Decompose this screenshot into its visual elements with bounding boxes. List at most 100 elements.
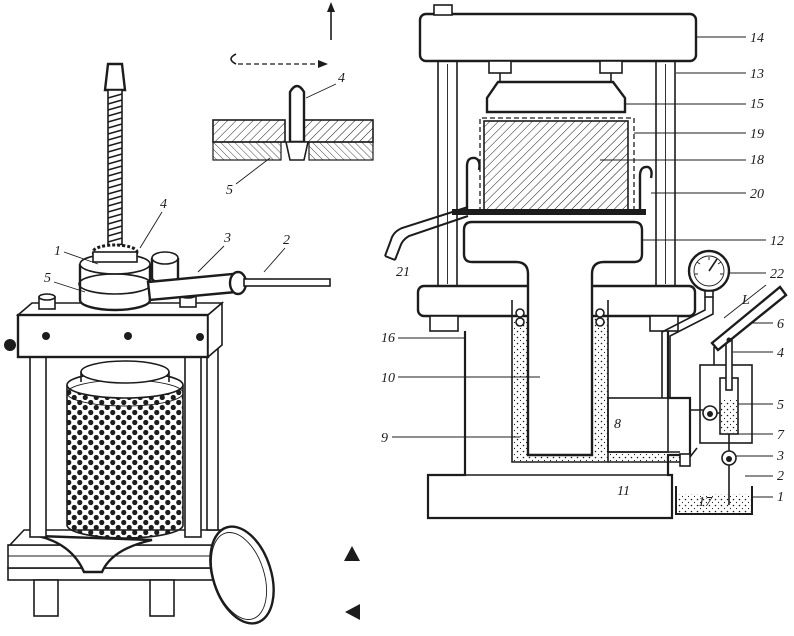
pump-lever[interactable] — [710, 285, 788, 352]
collecting-plate — [452, 209, 646, 215]
back-column — [206, 344, 219, 531]
screw-thread — [107, 99, 123, 105]
screw-thread — [107, 135, 123, 141]
perforated-basket — [66, 360, 184, 539]
plate-lower — [212, 141, 282, 161]
plate-upper — [302, 119, 374, 143]
screw-thread — [107, 147, 123, 153]
screw-thread — [107, 189, 123, 195]
gauge-needle — [708, 258, 718, 272]
label-12: 12 — [770, 234, 784, 249]
screw-thread — [107, 129, 123, 135]
screw-thread — [107, 195, 123, 201]
label-6: 6 — [777, 317, 784, 332]
lever-length-mark — [723, 284, 767, 319]
drain-tap[interactable] — [679, 447, 698, 467]
bolt-hole — [196, 333, 204, 341]
up-triangle-icon — [344, 546, 360, 561]
left-triangle-icon — [345, 604, 360, 620]
label-3: 3 — [776, 449, 784, 464]
screw-thread — [107, 159, 123, 165]
screw-thread — [107, 177, 123, 183]
label-17: 17 — [698, 495, 713, 510]
inset-label-4: 4 — [338, 71, 345, 86]
gauge-pipe — [661, 297, 714, 398]
label-5: 5 — [777, 398, 784, 413]
screw-thread — [107, 123, 123, 129]
bolt-hole — [124, 332, 132, 340]
inset-label-5: 5 — [226, 183, 233, 198]
hydraulic-press-labels: 14 13 15 19 18 20 12 22 6 4 5 7 3 — [381, 31, 785, 510]
nut-assembly — [78, 243, 152, 312]
cylinder-bore — [511, 300, 609, 463]
arrow-head-up-icon — [327, 2, 335, 12]
nut — [649, 315, 679, 332]
fluid-tank — [675, 486, 753, 515]
seal — [515, 308, 525, 318]
pressure-gauge — [661, 249, 731, 398]
hook-right — [638, 165, 653, 211]
plate-upper — [212, 119, 286, 143]
screw-thread — [107, 207, 123, 213]
inset-detail: 4 5 — [212, 2, 374, 198]
label-18: 18 — [750, 153, 764, 168]
screw-thread — [107, 171, 123, 177]
pressed-package — [483, 120, 629, 212]
screw-press-figure: 1 4 3 2 5 — [4, 62, 331, 625]
press-plate — [80, 360, 170, 384]
screw-cap — [103, 62, 127, 92]
drain-chute — [384, 206, 469, 261]
ratchet-lever[interactable] — [146, 251, 331, 302]
seal — [595, 308, 605, 318]
round-lid — [209, 525, 275, 625]
label-4: 4 — [777, 346, 784, 361]
ram-platen — [462, 220, 644, 457]
label-4: 4 — [160, 197, 167, 212]
top-nut — [433, 4, 453, 16]
label-19: 19 — [750, 127, 764, 142]
filter-cloth — [479, 117, 635, 212]
hook-left — [465, 156, 481, 211]
label-5: 5 — [44, 271, 51, 286]
plate-lower — [308, 141, 374, 161]
bolt-hole — [42, 332, 50, 340]
side-knob — [4, 339, 16, 351]
screw-thread — [107, 165, 123, 171]
label-13: 13 — [750, 67, 764, 82]
screw-thread — [107, 111, 123, 117]
screw-thread — [107, 117, 123, 123]
handle-rod[interactable] — [243, 278, 331, 287]
screw-press-labels: 1 4 3 2 5 — [44, 197, 290, 293]
press-base — [7, 529, 228, 617]
label-1: 1 — [777, 490, 784, 505]
valve-chamber — [607, 397, 669, 453]
screw-thread — [107, 105, 123, 111]
seal — [515, 317, 525, 327]
screw-thread — [107, 93, 123, 99]
screw-thread — [107, 237, 123, 243]
nut — [429, 315, 459, 332]
ratchet-cup — [151, 251, 179, 265]
label-9: 9 — [381, 431, 388, 446]
seal — [595, 317, 605, 327]
label-lever-length: L — [741, 293, 750, 308]
screw-thread — [107, 201, 123, 207]
label-2: 2 — [777, 469, 784, 484]
upper-platen — [485, 60, 627, 114]
label-8: 8 — [614, 417, 621, 432]
label-3: 3 — [223, 231, 231, 246]
screw-thread — [107, 183, 123, 189]
label-7: 7 — [777, 428, 785, 443]
drain-spout — [37, 534, 153, 574]
label-2: 2 — [283, 233, 290, 248]
label-15: 15 — [750, 97, 764, 112]
screw-thread — [107, 231, 123, 237]
left-column — [29, 356, 47, 538]
label-22: 22 — [770, 267, 784, 282]
screw-thread — [107, 153, 123, 159]
screw-thread — [107, 213, 123, 219]
label-10: 10 — [381, 371, 395, 386]
screw-thread — [107, 219, 123, 225]
pump-plunger[interactable] — [725, 337, 733, 391]
